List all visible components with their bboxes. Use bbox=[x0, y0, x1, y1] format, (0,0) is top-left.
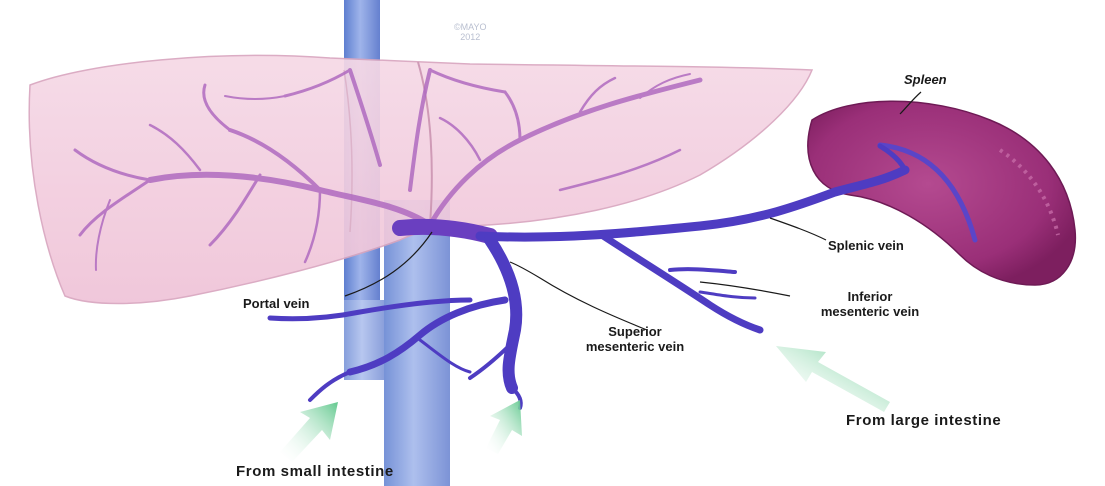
copyright-line-1: ©MAYO bbox=[454, 22, 486, 32]
label-superior-line-2: mesenteric vein bbox=[560, 339, 710, 354]
small-intestine-arrow-right bbox=[486, 400, 522, 454]
copyright-line-2: 2012 bbox=[454, 32, 486, 42]
label-from-small-intestine: From small intestine bbox=[236, 464, 394, 479]
label-portal-vein: Portal vein bbox=[243, 296, 309, 311]
large-intestine-arrow bbox=[776, 346, 890, 412]
label-spleen: Spleen bbox=[904, 72, 947, 87]
small-intestine-arrow-left bbox=[280, 402, 338, 462]
label-superior-mesenteric-vein: Superior mesenteric vein bbox=[560, 324, 710, 354]
label-inferior-line-1: Inferior bbox=[795, 289, 945, 304]
label-inferior-line-2: mesenteric vein bbox=[795, 304, 945, 319]
label-splenic-vein: Splenic vein bbox=[828, 238, 904, 253]
label-from-large-intestine: From large intestine bbox=[846, 413, 1001, 428]
copyright-mark: ©MAYO 2012 bbox=[454, 22, 486, 42]
label-superior-line-1: Superior bbox=[560, 324, 710, 339]
label-inferior-mesenteric-vein: Inferior mesenteric vein bbox=[795, 289, 945, 319]
